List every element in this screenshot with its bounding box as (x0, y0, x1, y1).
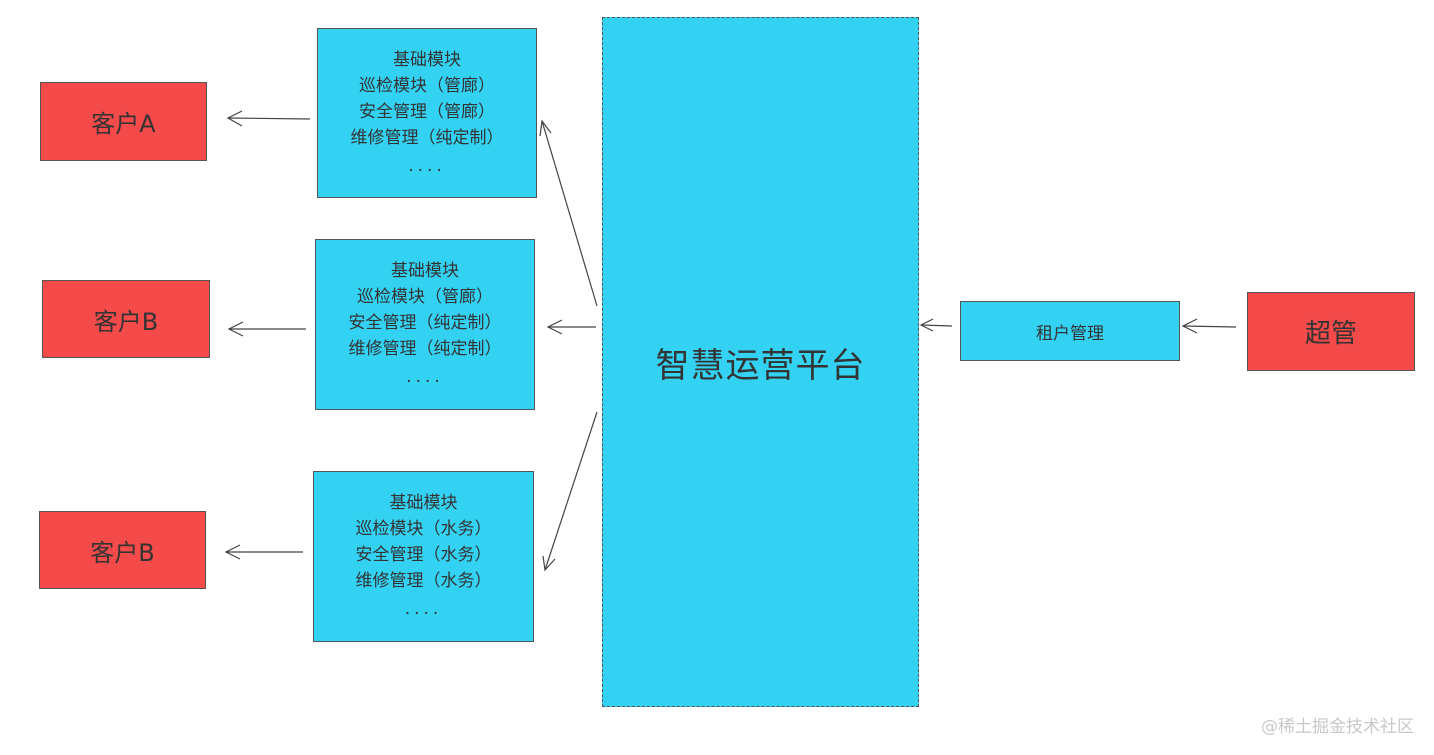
module-2-line-1: 基础模块 (391, 261, 459, 281)
tenant-box: 租户管理 (960, 301, 1180, 361)
client-b-box: 客户B (42, 280, 210, 358)
arrow-tenant-to-platform (919, 318, 953, 332)
module-1-line-4: 维修管理（纯定制） (350, 128, 504, 148)
module-3-line-2: 巡检模块（水务） (355, 519, 492, 539)
module-2-line-4: 维修管理（纯定制） (348, 339, 502, 359)
arrow-admin-to-tenant (1181, 318, 1237, 334)
module-3-line-4: 维修管理（水务） (355, 571, 492, 591)
module-3-line-3: 安全管理（水务） (355, 545, 492, 565)
module-3-line-1: 基础模块 (389, 493, 458, 513)
platform-label: 智慧运营平台 (655, 345, 866, 386)
module-3-ellipsis: .... (404, 599, 443, 619)
admin-label: 超管 (1304, 319, 1357, 349)
module-box-1: 基础模块 巡检模块（管廊） 安全管理（管廊） 维修管理（纯定制） .... (317, 28, 537, 198)
module-1-line-2: 巡检模块（管廊） (359, 76, 495, 96)
module-2-ellipsis: .... (406, 367, 444, 387)
client-b-2-label: 客户B (90, 538, 155, 567)
arrow-platform-to-module1 (539, 119, 598, 307)
arrow-platform-to-module2 (546, 319, 596, 335)
module-2-line-3: 安全管理（纯定制） (348, 313, 502, 333)
client-a-box: 客户A (40, 82, 207, 161)
module-2-line-2: 巡检模块（管廊） (357, 287, 493, 307)
platform-box: 智慧运营平台 (602, 17, 919, 707)
arrow-module3-to-client-b-2 (224, 544, 303, 560)
client-a-label: 客户A (91, 110, 156, 138)
arrow-platform-to-module3 (542, 411, 598, 572)
watermark-text: @稀土掘金技术社区 (1261, 717, 1414, 737)
tenant-label: 租户管理 (1036, 323, 1104, 344)
module-1-ellipsis: .... (408, 156, 446, 176)
arrow-module1-to-client-a (226, 110, 311, 127)
admin-box: 超管 (1247, 292, 1415, 371)
client-b-label: 客户B (93, 307, 159, 336)
client-b-2-box: 客户B (39, 511, 206, 589)
arrow-module2-to-client-b (227, 321, 306, 337)
module-box-3: 基础模块 巡检模块（水务） 安全管理（水务） 维修管理（水务） .... (313, 471, 534, 642)
module-1-line-3: 安全管理（管廊） (359, 102, 495, 122)
module-1-line-1: 基础模块 (393, 50, 461, 70)
module-box-2: 基础模块 巡检模块（管廊） 安全管理（纯定制） 维修管理（纯定制） .... (315, 239, 535, 410)
